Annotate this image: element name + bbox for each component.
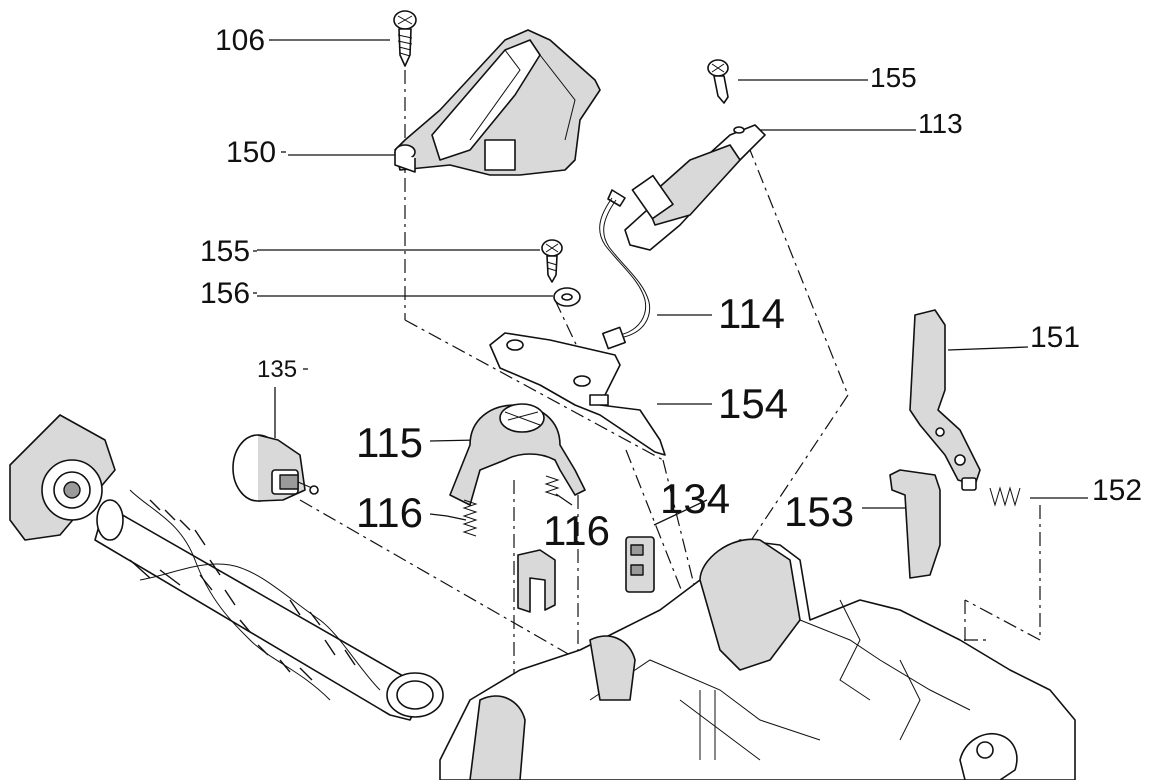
label-151: 151 [1030, 321, 1080, 354]
screw-155-right [707, 59, 729, 104]
lever-151 [909, 309, 981, 491]
washer-156 [553, 287, 581, 307]
label-115: 115 [356, 419, 423, 466]
brush-roll [94, 489, 444, 721]
label-134: 134 [660, 475, 730, 522]
label-156: 156 [200, 277, 250, 310]
base-housing [439, 538, 1076, 780]
label-116-right: 116 [543, 507, 610, 554]
label-150: 150 [226, 136, 276, 169]
screw-155-left [541, 239, 563, 283]
label-153: 153 [784, 488, 854, 535]
screw-106 [393, 10, 417, 67]
button-bridge-115 [449, 403, 586, 506]
bracket-cover-150 [394, 29, 601, 176]
spring-116-right [544, 475, 560, 497]
callout-labels: 106 150 155 156 155 113 114 135 115 116 … [200, 24, 1142, 554]
switch-board-113 [624, 124, 766, 251]
spring-152 [989, 486, 1021, 507]
end-plate [9, 414, 116, 541]
label-114: 114 [718, 290, 785, 337]
switch-134 [625, 536, 655, 593]
spring-116-left [462, 499, 478, 537]
label-116-left: 116 [356, 489, 423, 536]
label-113: 113 [918, 108, 963, 139]
label-135: 135 [257, 356, 297, 383]
label-154: 154 [718, 380, 788, 427]
plate-154 [489, 332, 666, 456]
assembly-lines [299, 70, 1041, 771]
label-152: 152 [1092, 474, 1142, 507]
clip [517, 549, 556, 613]
label-155-left: 155 [200, 235, 250, 268]
label-155-right: 155 [870, 62, 917, 93]
end-cap-135 [232, 434, 319, 502]
label-106: 106 [215, 24, 265, 57]
pedal-153 [889, 469, 941, 579]
wire-harness-114 [599, 189, 651, 350]
